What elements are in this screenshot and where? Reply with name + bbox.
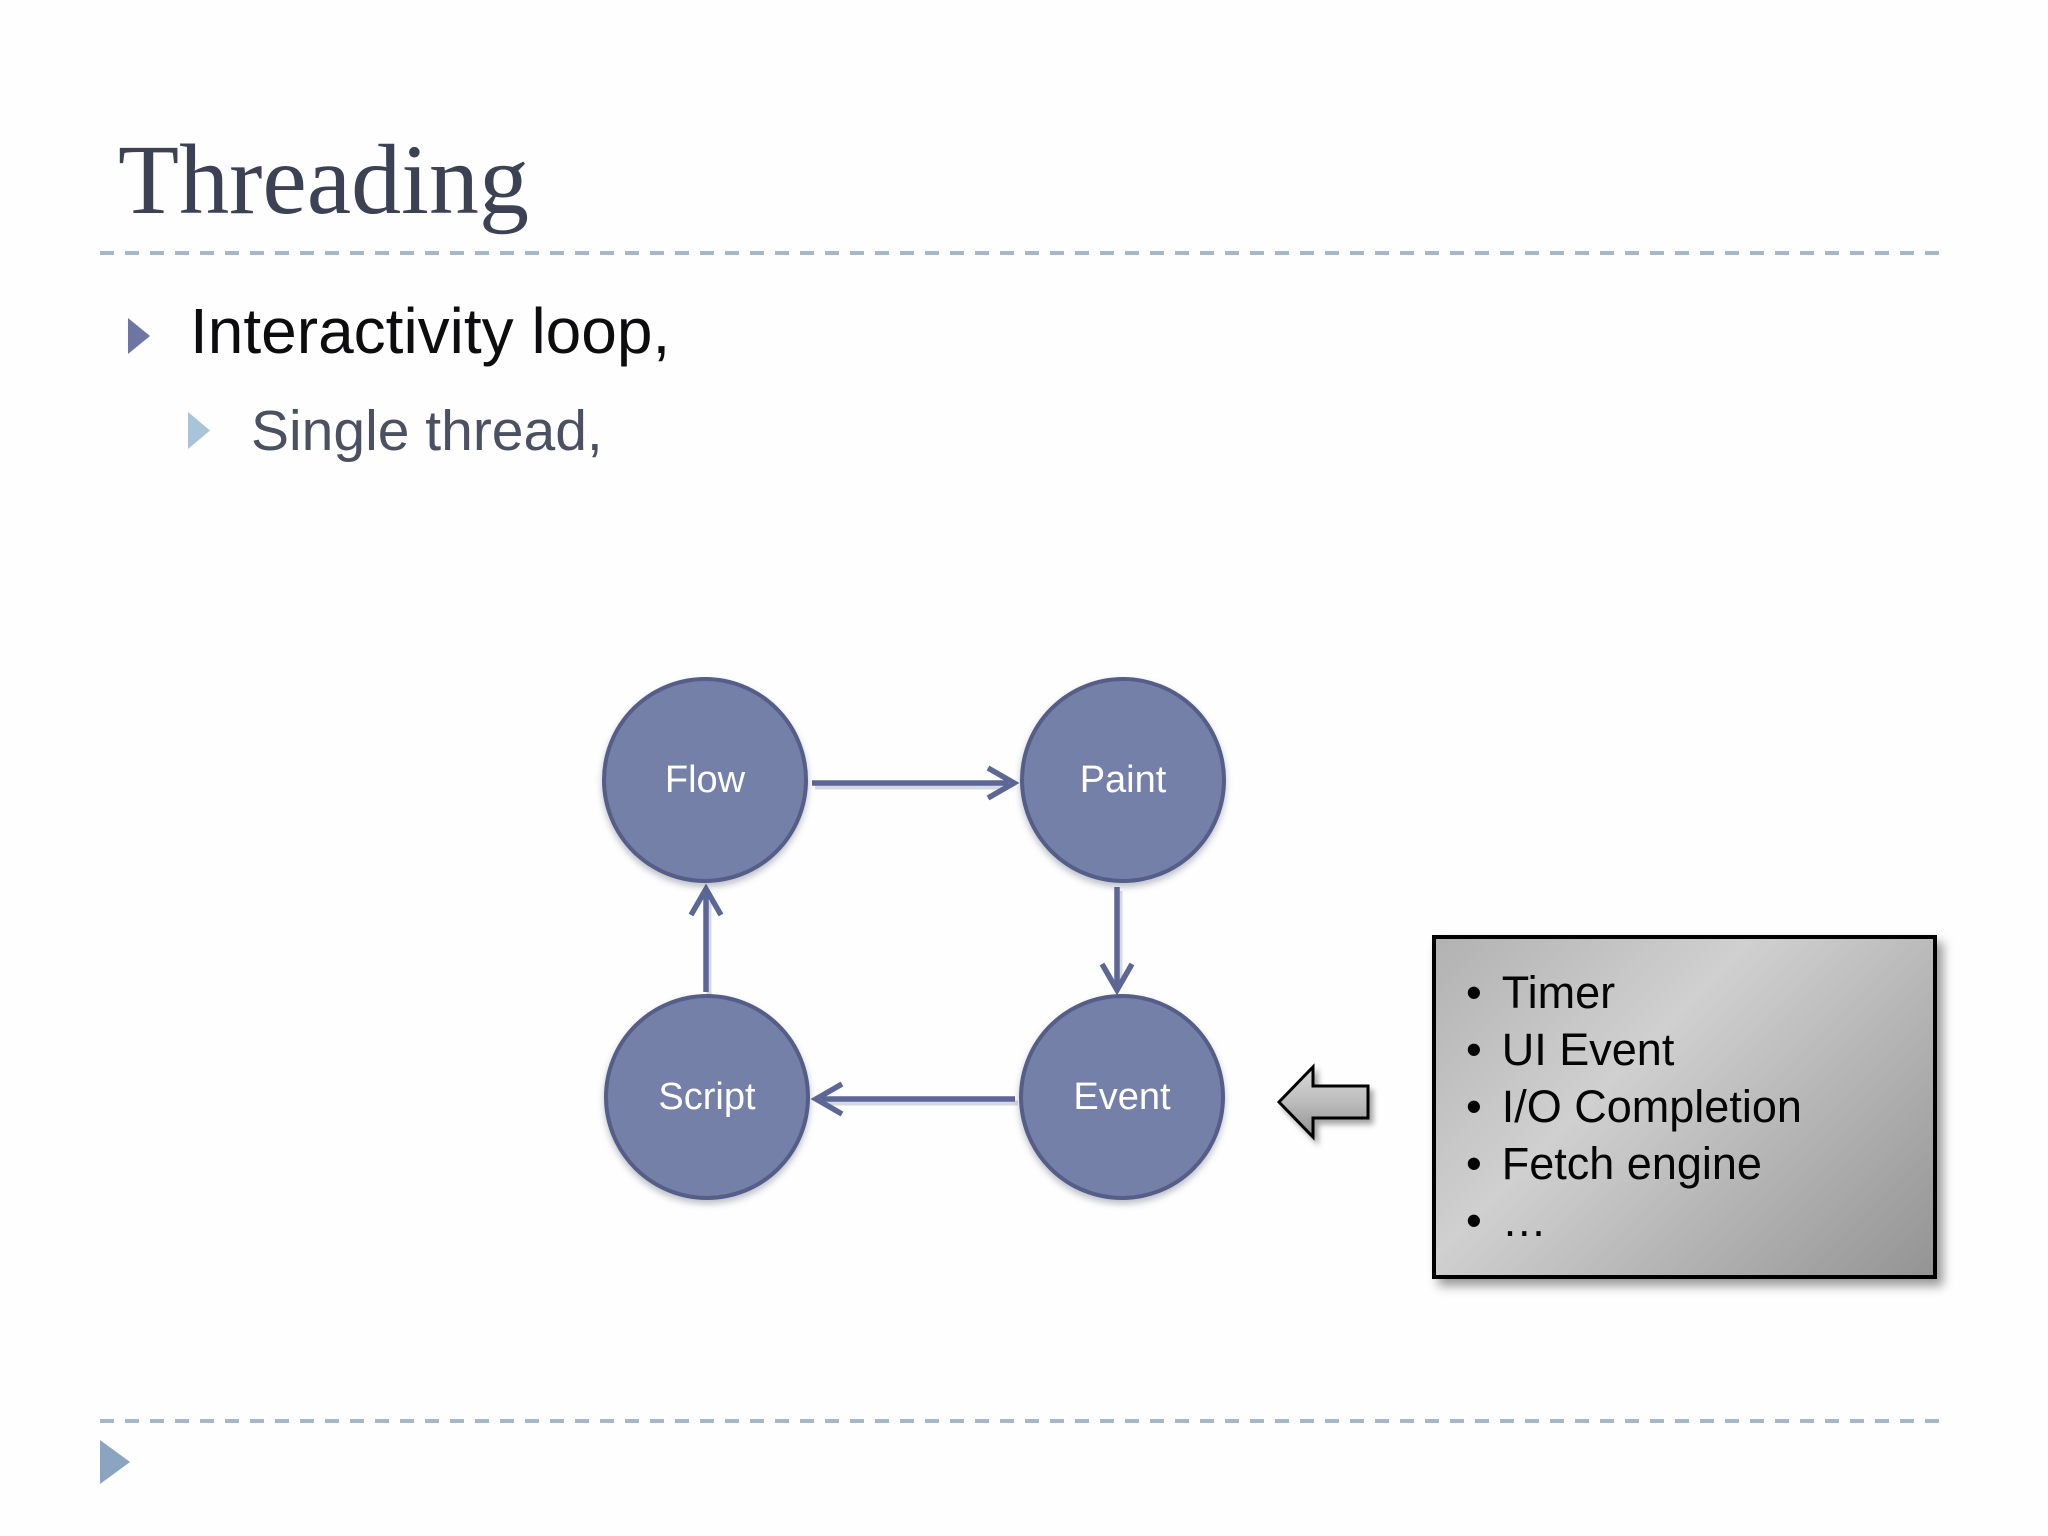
bullet-dot: • [1466,1023,1482,1075]
slide-title: Threading [118,124,529,235]
list-item: • … [1466,1193,1917,1249]
bullet-dot: • [1466,1080,1482,1132]
connector-event-to-script [810,1081,1015,1117]
connector-flow-to-paint [812,765,1020,801]
node-label: Flow [664,758,746,801]
diagram-node-flow: Flow [602,677,808,883]
bullet-level1-text: Interactivity loop, [190,295,671,367]
callout-item-text: I/O Completion [1501,1080,1802,1132]
bullet-dot: • [1466,967,1482,1018]
list-item: • Fetch engine [1466,1136,1917,1192]
callout-arrow-icon [1276,1063,1370,1141]
footer-arrow-icon [100,1440,130,1484]
diagram-node-script: Script [604,994,810,1200]
callout-item-text: Fetch engine [1501,1137,1762,1189]
list-item: • UI Event [1466,1022,1917,1078]
bullet-dot: • [1466,1137,1482,1189]
node-label: Event [1073,1075,1171,1118]
callout-item-text: UI Event [1501,1023,1675,1075]
list-item: • I/O Completion [1466,1079,1917,1135]
connector-script-to-flow [688,883,724,992]
callout-item-text: Timer [1501,967,1616,1018]
callout-item-text: … [1501,1194,1547,1246]
diagram-node-event: Event [1019,994,1225,1200]
bullet-triangle-icon [128,318,150,354]
bullet-dot: • [1466,1194,1482,1246]
node-label: Paint [1079,758,1167,801]
sub-bullet-triangle-icon [188,412,210,449]
list-item: • Timer [1466,965,1917,1021]
diagram-node-paint: Paint [1020,677,1226,883]
bullet-level2-text: Single thread, [251,399,603,463]
connector-paint-to-event [1099,887,1135,996]
node-label: Script [658,1075,756,1118]
event-sources-callout: • Timer • UI Event • I/O Completion • Fe… [1432,935,1937,1279]
